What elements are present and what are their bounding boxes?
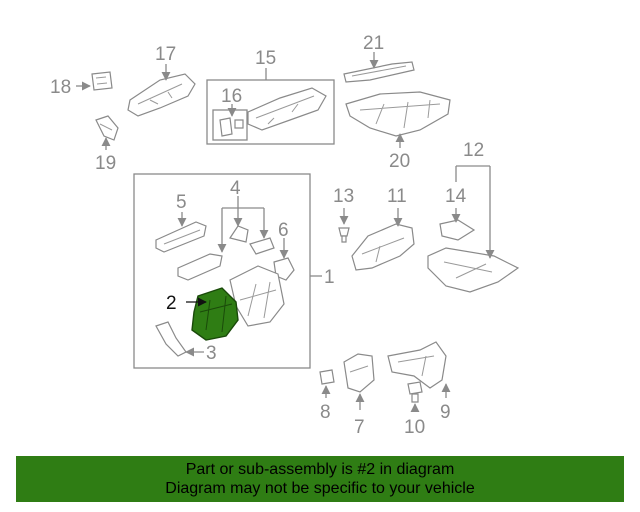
callout-16: 16 — [221, 86, 242, 107]
callout-4: 4 — [230, 178, 241, 199]
part-1[interactable] — [229, 265, 285, 327]
part-14[interactable] — [439, 219, 476, 241]
part-15[interactable] — [247, 87, 327, 131]
callout-12: 12 — [463, 140, 484, 161]
callout-20: 20 — [389, 151, 410, 172]
part-20[interactable] — [345, 91, 451, 137]
callout-3: 3 — [206, 343, 217, 364]
callout-21: 21 — [363, 33, 384, 54]
group-frame-15 — [206, 79, 335, 145]
callout-10: 10 — [404, 417, 425, 438]
part-3[interactable] — [155, 321, 187, 357]
banner-line-1: Part or sub-assembly is #2 in diagram — [185, 461, 455, 478]
callout-1: 1 — [324, 267, 335, 288]
callout-11: 11 — [387, 186, 407, 207]
callout-2: 2 — [166, 293, 177, 314]
part-12[interactable] — [427, 247, 520, 293]
part-2-highlighted[interactable] — [191, 287, 239, 341]
part-5[interactable] — [155, 221, 207, 253]
callout-17: 17 — [155, 44, 176, 65]
parts-diagram: 18 17 19 15 16 21 20 13 — [50, 33, 520, 438]
callout-19: 19 — [95, 153, 116, 174]
part-8[interactable] — [319, 369, 335, 385]
part-4[interactable] — [177, 225, 275, 281]
part-11[interactable] — [351, 223, 415, 271]
notice-banner: Part or sub-assembly is #2 in diagram Di… — [16, 456, 624, 502]
callout-7: 7 — [354, 417, 365, 438]
banner-line-2: Diagram may not be specific to your vehi… — [165, 480, 475, 497]
callout-15: 15 — [255, 48, 276, 69]
part-7[interactable] — [343, 353, 375, 393]
callout-9: 9 — [440, 402, 451, 423]
part-9[interactable] — [387, 341, 447, 389]
callout-18: 18 — [50, 77, 71, 98]
part-21[interactable] — [343, 61, 415, 83]
callout-8: 8 — [320, 402, 331, 423]
part-10[interactable] — [407, 381, 423, 403]
part-13[interactable] — [338, 227, 350, 243]
callout-6: 6 — [278, 220, 289, 241]
callout-5: 5 — [176, 192, 187, 213]
callout-13: 13 — [333, 186, 354, 207]
group-frame-1 — [133, 173, 311, 369]
part-16[interactable] — [219, 117, 244, 137]
callout-14: 14 — [445, 186, 467, 207]
part-17[interactable] — [127, 73, 196, 117]
part-18[interactable] — [91, 71, 113, 91]
part-19[interactable] — [95, 115, 119, 141]
